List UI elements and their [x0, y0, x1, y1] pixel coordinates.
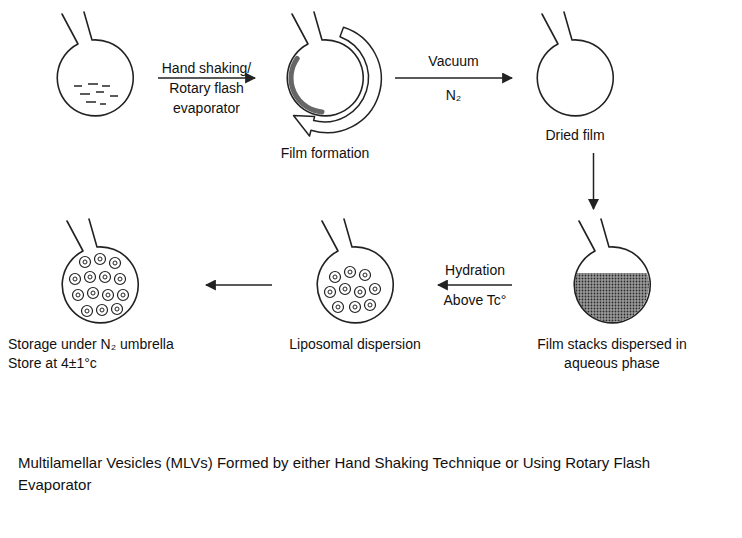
- edge-label: Hydration Above Tc°: [435, 255, 515, 315]
- round-bottom-flask: [45, 217, 155, 327]
- process-arrow: [395, 77, 512, 79]
- round-bottom-flask: [557, 217, 667, 327]
- process-arrow: [438, 284, 512, 286]
- stage-label: Film stacks dispersed in aqueous phase: [520, 335, 704, 373]
- edge-label: Vacuum N₂: [423, 44, 485, 112]
- round-bottom-flask: [520, 10, 630, 120]
- stage-label: Liposomal dispersion: [280, 335, 430, 354]
- stage-label: Dried film: [520, 126, 630, 145]
- flask-node: Film stacks dispersed in aqueous phase: [520, 217, 704, 373]
- process-arrow: [158, 77, 255, 79]
- flask-node: Film formation: [263, 10, 387, 163]
- stage-label: Storage under N₂ umbrella: [8, 335, 198, 354]
- stage-label: Store at 4±1°c: [8, 354, 198, 373]
- round-bottom-flask: [270, 10, 380, 120]
- flask-node: Liposomal dispersion: [280, 217, 430, 354]
- round-bottom-flask: [300, 217, 410, 327]
- round-bottom-flask: [40, 10, 150, 120]
- edge-label: Hand shaking/ Rotary flash evaporator: [157, 58, 257, 118]
- rotation-arrow: [294, 27, 382, 136]
- process-arrow: [206, 284, 272, 286]
- stage-label: Film formation: [263, 144, 387, 163]
- flask-node: [40, 10, 150, 120]
- flask-node: Storage under N₂ umbrellaStore at 4±1°c: [8, 217, 198, 373]
- figure-caption: Multilamellar Vesicles (MLVs) Formed by …: [18, 452, 723, 496]
- process-arrow: [593, 153, 595, 209]
- flask-node: Dried film: [520, 10, 630, 145]
